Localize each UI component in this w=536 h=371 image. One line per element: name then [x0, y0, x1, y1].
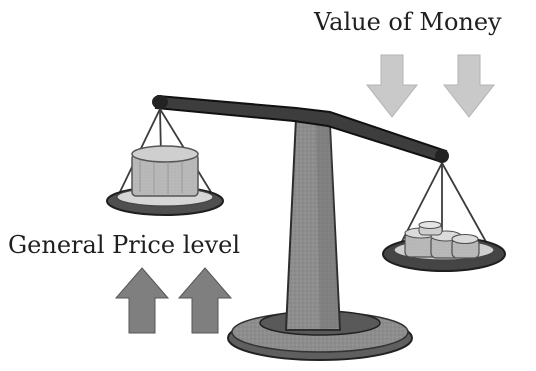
right-coin-stack	[404, 221, 480, 259]
down-arrow-icon	[365, 54, 419, 118]
value-of-money-label: Value of Money	[314, 8, 502, 36]
scale-beam	[152, 94, 449, 164]
left-pan	[106, 145, 224, 216]
value-of-money-down-arrows	[365, 54, 496, 118]
scale-post	[284, 116, 342, 331]
general-price-level-label: General Price level	[8, 231, 241, 259]
left-coin-stack	[131, 145, 199, 197]
down-arrow-icon	[442, 54, 496, 118]
up-arrow-icon	[114, 267, 170, 334]
general-price-level-up-arrows	[114, 267, 233, 334]
right-pan	[382, 221, 506, 272]
up-arrow-icon	[177, 267, 233, 334]
